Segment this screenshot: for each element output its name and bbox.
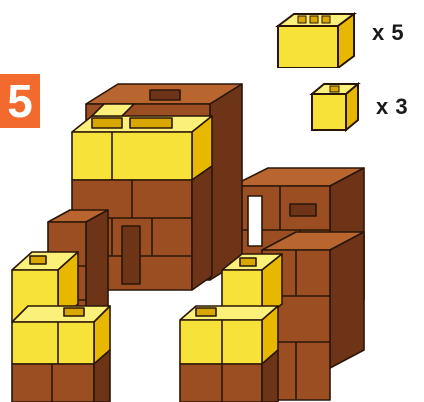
top-yellow-blocks — [72, 104, 212, 180]
